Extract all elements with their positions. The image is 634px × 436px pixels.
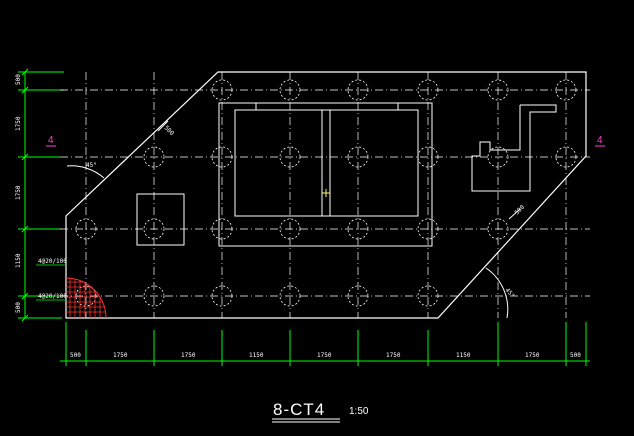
left-dim-5: 500 [15,302,22,313]
angle-label-left: 45° [86,162,97,169]
rebar-label-2: 4@20/100 [38,293,67,300]
tilt-dim-right: 500 [513,204,526,217]
drawing-scale: 1:50 [349,406,369,417]
bottom-dim-6: 1750 [386,352,401,359]
cursor-crosshair-icon [322,189,330,197]
rebar-corner-hatch [65,277,107,319]
left-dim-2: 1750 [15,116,22,131]
bottom-dim-3: 1750 [181,352,196,359]
inner-features [66,102,557,319]
tilt-dim-left: 500 [163,124,176,137]
rebar-labels: 4@20/100 4@20/100 [36,258,67,301]
angle-label-right: 45° [503,287,515,300]
left-dim-4: 1150 [15,253,22,268]
bottom-dim-8: 1750 [525,352,540,359]
dimension-lines [18,68,590,366]
rebar-label-1: 4@20/100 [38,258,67,265]
bottom-dim-9: 500 [570,352,581,359]
section-mark-right: 4 [597,135,603,146]
bottom-dimension-texts: 500 1750 1750 1150 1750 1750 1150 1750 5… [70,352,581,359]
drawing-title: 8-CT4 [273,400,325,419]
section-marks: 4 4 [46,135,605,147]
bottom-dim-5: 1750 [317,352,332,359]
opening-frame-outer [218,102,433,247]
left-dim-1: 500 [15,74,22,85]
opening-frame-inner [234,109,419,217]
title-block: 8-CT4 1:50 [272,400,369,423]
left-dimension-texts: 500 1750 1750 1150 500 [15,74,22,313]
bottom-dim-1: 500 [70,352,81,359]
bottom-dim-2: 1750 [113,352,128,359]
pile-circles [75,79,577,307]
grid-lines [60,72,590,318]
angle-labels: 45° 45° [86,162,516,300]
pile-cap-outline [65,71,587,319]
square-block [136,193,185,246]
bottom-dim-7: 1150 [456,352,471,359]
left-dim-3: 1750 [15,185,22,200]
bottom-dim-4: 1150 [249,352,264,359]
step-feature [471,104,557,192]
section-mark-left: 4 [48,135,54,146]
